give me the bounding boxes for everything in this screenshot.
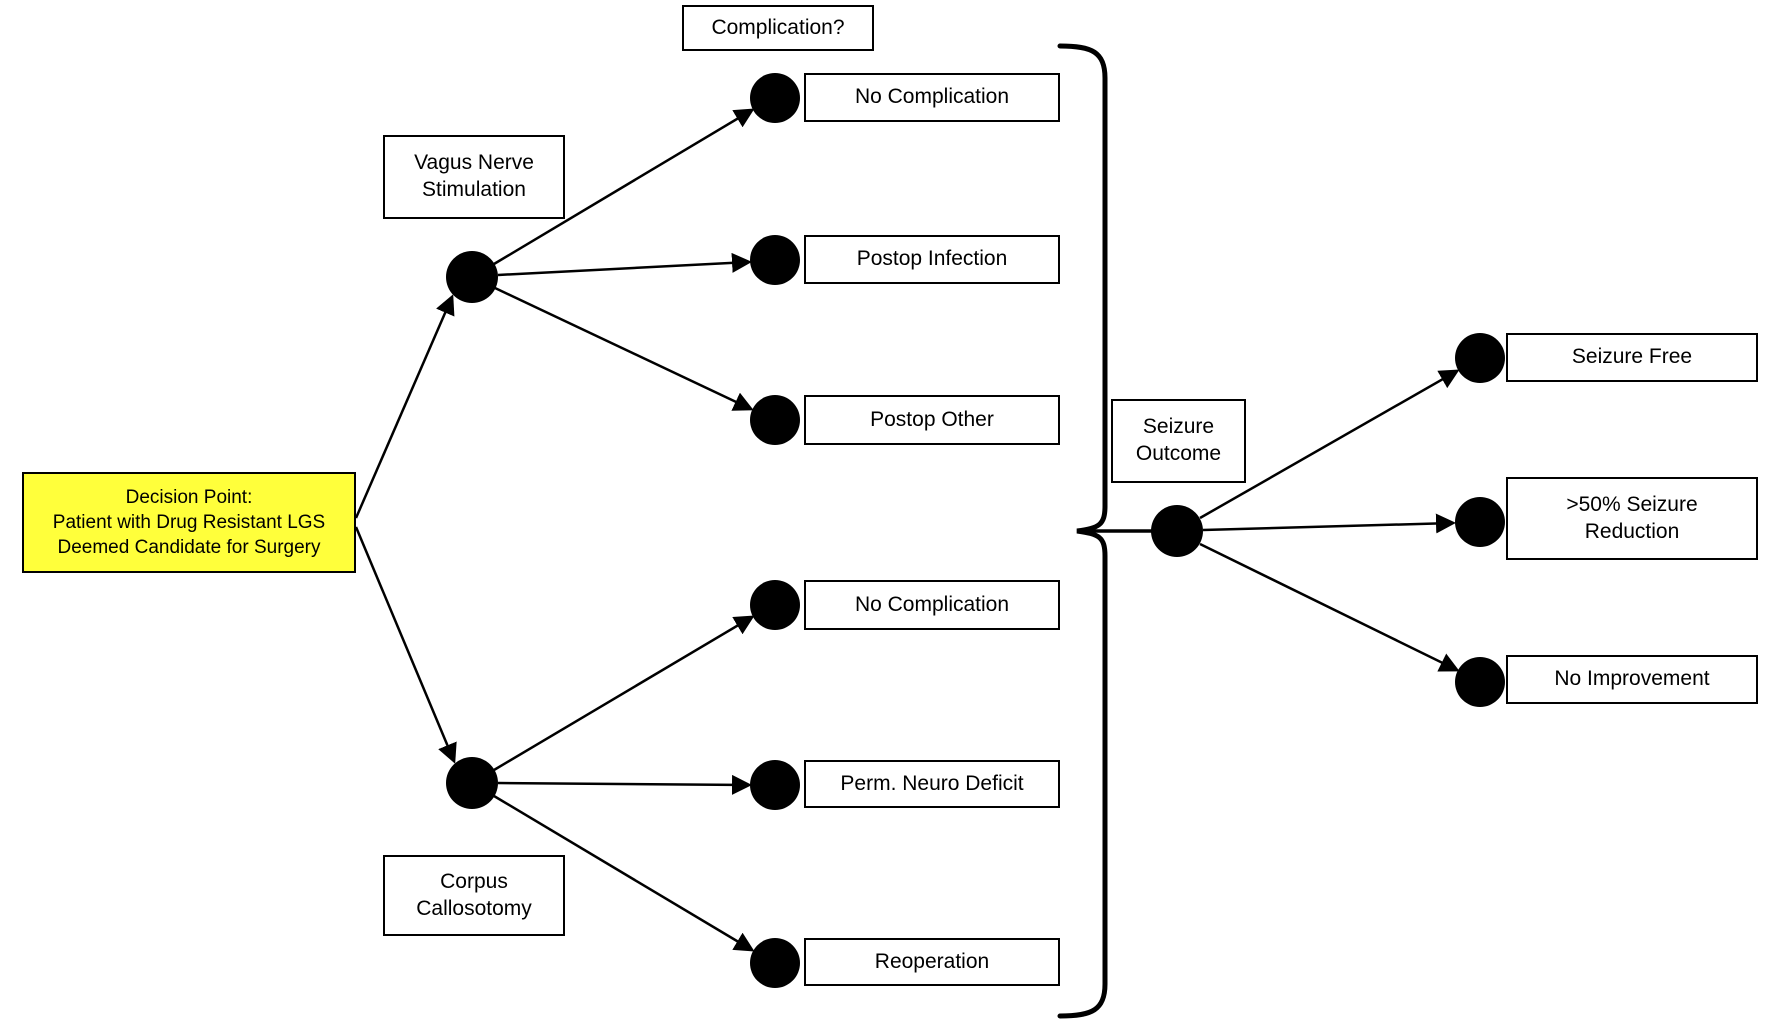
- seizure-outcome-label: Seizure Outcome: [1111, 399, 1246, 483]
- callosotomy-reoperation-node: [750, 938, 800, 988]
- complication-question-label: Complication?: [682, 5, 874, 51]
- vns-postop-infection-node: [750, 235, 800, 285]
- callosotomy-no-complication-label: No Complication: [804, 580, 1060, 630]
- arrow-vns-to-postop-infection: [497, 252, 752, 277]
- arrow-vns-to-postop-other: [494, 286, 754, 411]
- arrow-callosotomy-to-no-complication: [493, 615, 755, 772]
- arrow-outcome-to-seizure-reduction: [1202, 513, 1456, 534]
- callosotomy-branch-label: Corpus Callosotomy: [383, 855, 565, 936]
- seizure-reduction-label: >50% Seizure Reduction: [1506, 477, 1758, 560]
- vns-no-complication-label: No Complication: [804, 73, 1060, 122]
- no-improvement-node: [1455, 657, 1505, 707]
- vns-postop-infection-label: Postop Infection: [804, 235, 1060, 284]
- callosotomy-node: [446, 757, 498, 809]
- arrow-decision-to-callosotomy: [354, 526, 457, 764]
- callosotomy-perm-neuro-deficit-node: [750, 760, 800, 810]
- vns-no-complication-node: [750, 73, 800, 123]
- no-improvement-label: No Improvement: [1506, 655, 1758, 704]
- arrow-decision-to-vns: [354, 294, 455, 519]
- seizure-outcome-node: [1151, 505, 1203, 557]
- callosotomy-no-complication-node: [750, 580, 800, 630]
- collecting-brace: [1057, 43, 1108, 1019]
- seizure-reduction-node: [1455, 497, 1505, 547]
- arrow-callosotomy-to-reoperation: [493, 794, 755, 952]
- arrow-vns-to-no-complication: [493, 108, 755, 266]
- arrow-callosotomy-to-perm-neuro-deficit: [497, 774, 752, 795]
- vns-postop-other-node: [750, 395, 800, 445]
- seizure-free-node: [1455, 333, 1505, 383]
- arrow-outcome-to-no-improvement: [1199, 542, 1460, 672]
- vns-postop-other-label: Postop Other: [804, 395, 1060, 445]
- callosotomy-reoperation-label: Reoperation: [804, 938, 1060, 986]
- vns-branch-label: Vagus Nerve Stimulation: [383, 135, 565, 219]
- decision-point-box: Decision Point: Patient with Drug Resist…: [22, 472, 356, 573]
- vns-node: [446, 251, 498, 303]
- seizure-free-label: Seizure Free: [1506, 333, 1758, 382]
- callosotomy-perm-neuro-deficit-label: Perm. Neuro Deficit: [804, 760, 1060, 808]
- arrow-outcome-to-seizure-free: [1199, 369, 1460, 520]
